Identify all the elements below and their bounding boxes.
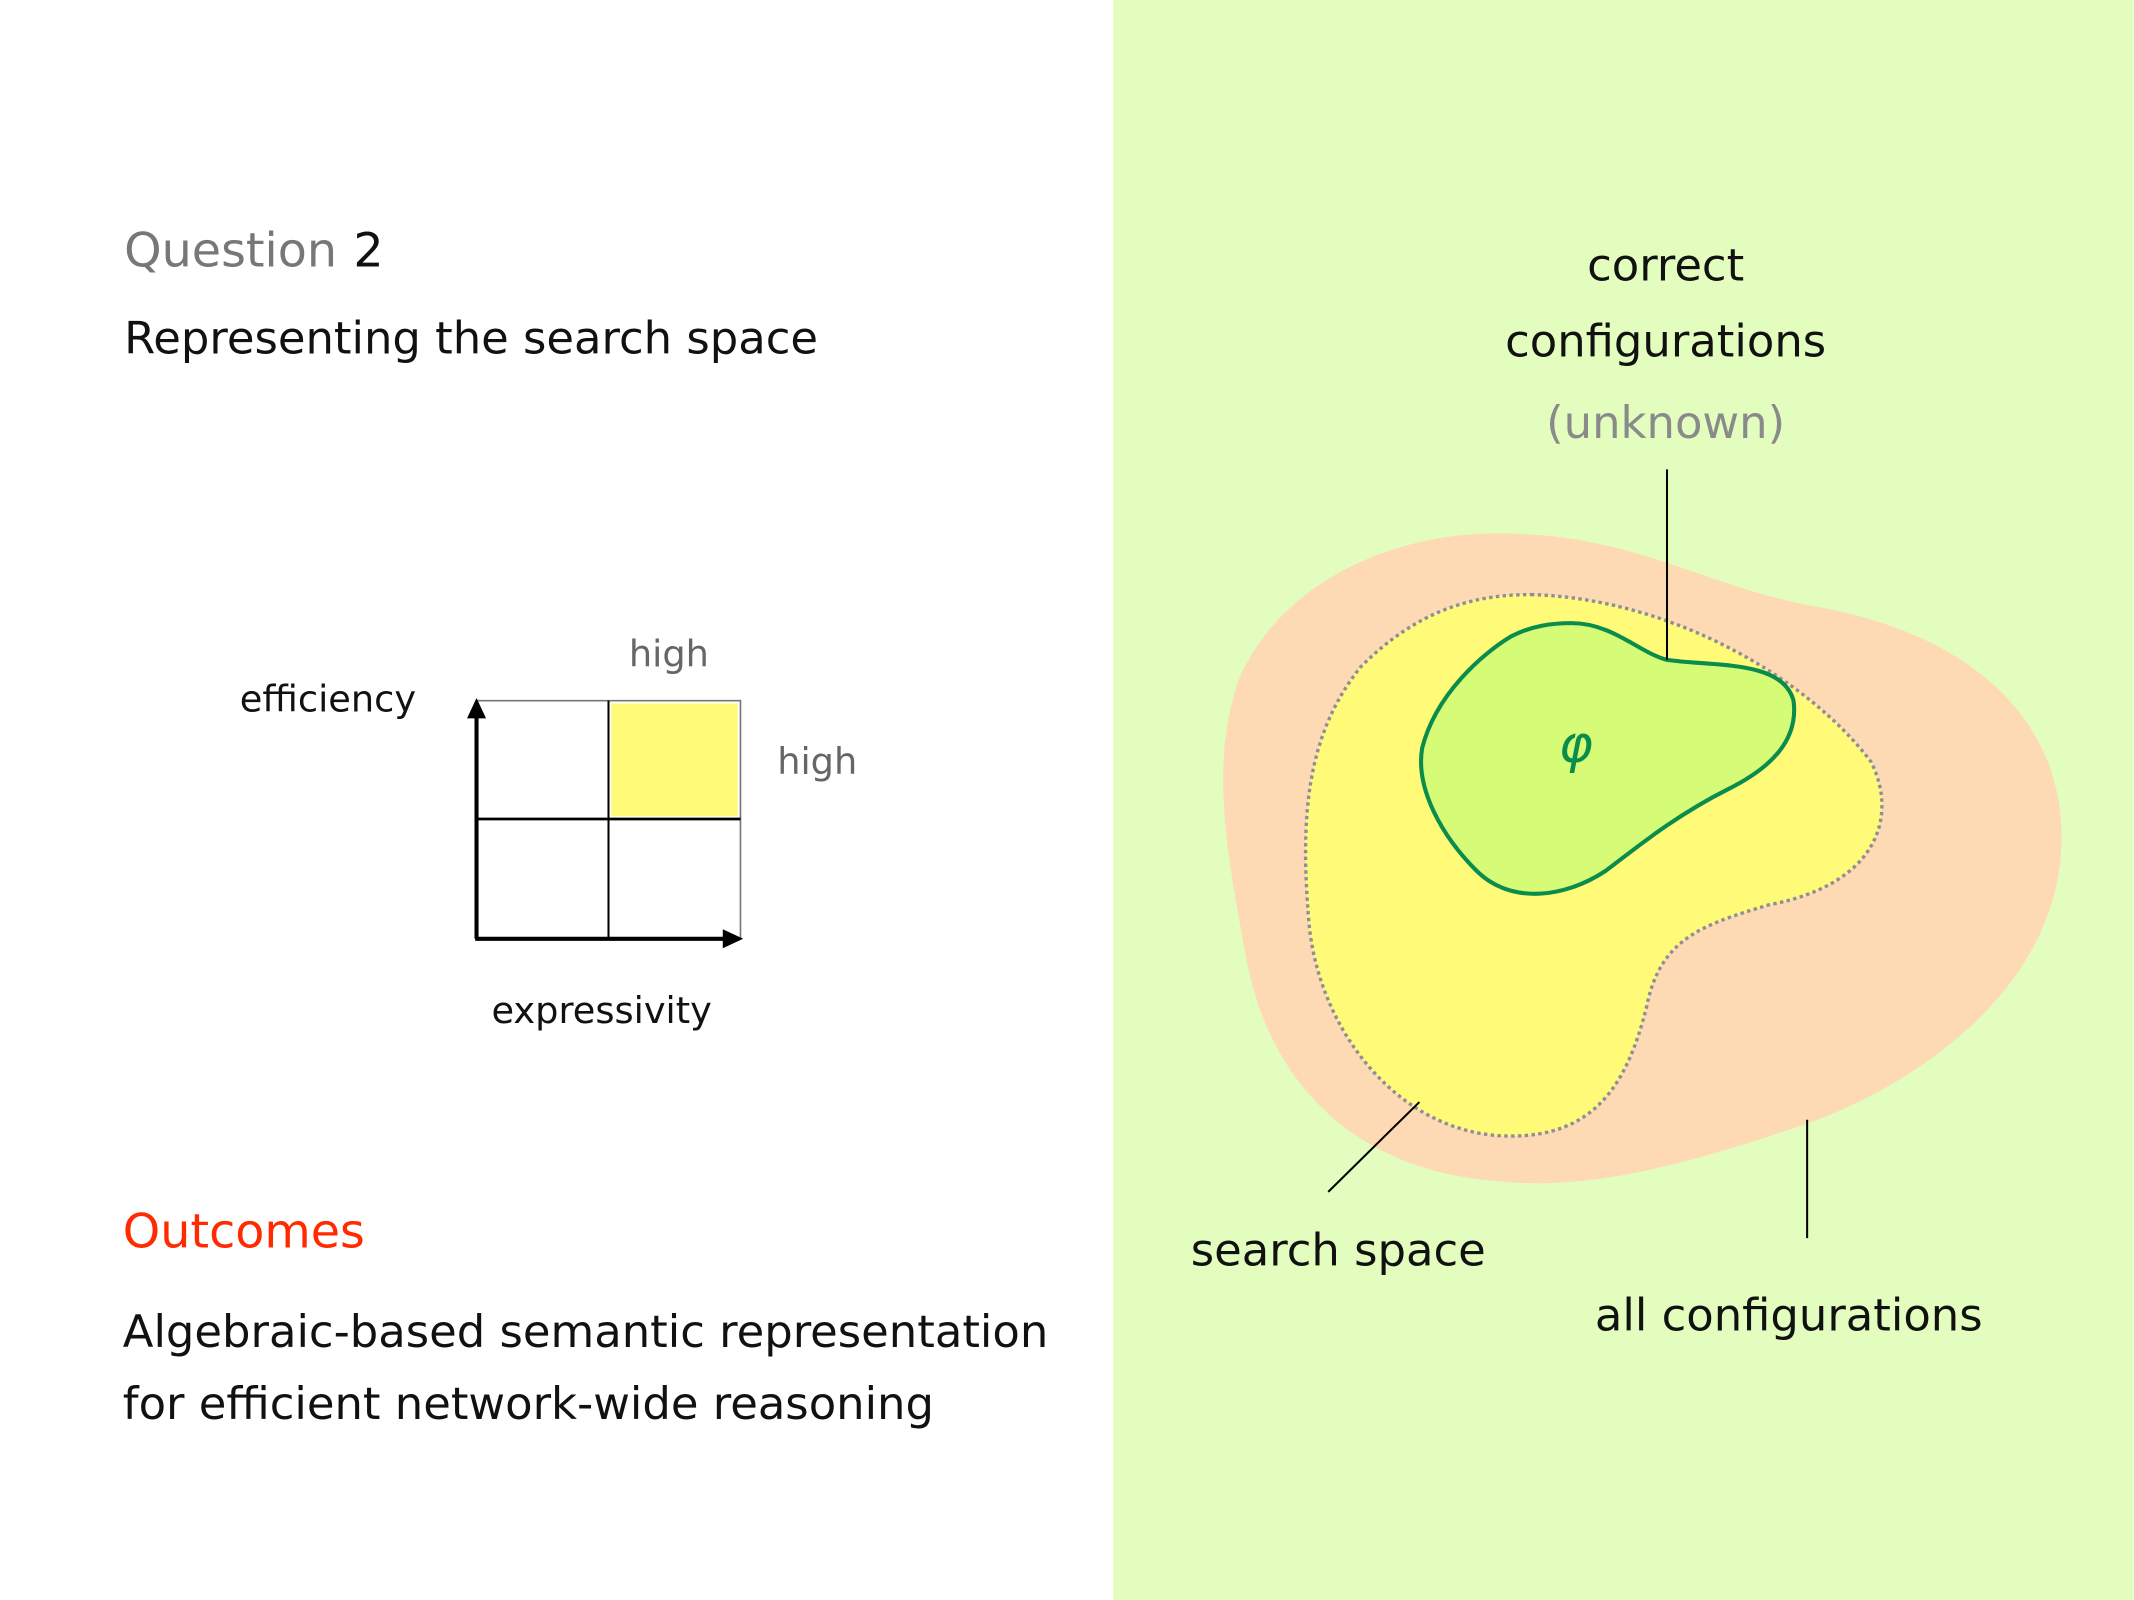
highlighted-cell [611, 703, 738, 817]
outcomes-line-1: Algebraic-based semantic representation [123, 1305, 1049, 1358]
expressivity-efficiency-matrix: efficiency expressivity high high [240, 633, 857, 1032]
left-panel [0, 0, 1113, 1600]
correct-configurations-region [1419, 621, 1797, 896]
y-axis-arrow-icon [467, 697, 487, 719]
search-space-label: search space [1191, 1223, 1486, 1276]
outcomes-line-2: for efficient network-wide reasoning [123, 1377, 934, 1430]
subtitle: Representing the search space [124, 312, 818, 365]
y-axis-label: efficiency [240, 678, 416, 721]
outcomes-title: Outcomes [123, 1205, 365, 1260]
all-configurations-label: all configurations [1595, 1289, 1983, 1342]
correct-unknown-note: (unknown) [1546, 396, 1785, 449]
phi-symbol: φ [1559, 715, 1593, 775]
question-number: 2 [353, 224, 383, 279]
x-axis-arrow-icon [722, 929, 744, 949]
question-label: Question [124, 224, 337, 279]
question-heading: Question 2 [124, 224, 384, 279]
top-high-label: high [629, 633, 709, 676]
right-high-label: high [777, 740, 857, 783]
correct-label-line-1: correct [1587, 238, 1744, 291]
x-axis-label: expressivity [491, 989, 711, 1032]
correct-label-line-2: configurations [1505, 314, 1826, 367]
search-space-leader-line [1327, 1101, 1421, 1193]
